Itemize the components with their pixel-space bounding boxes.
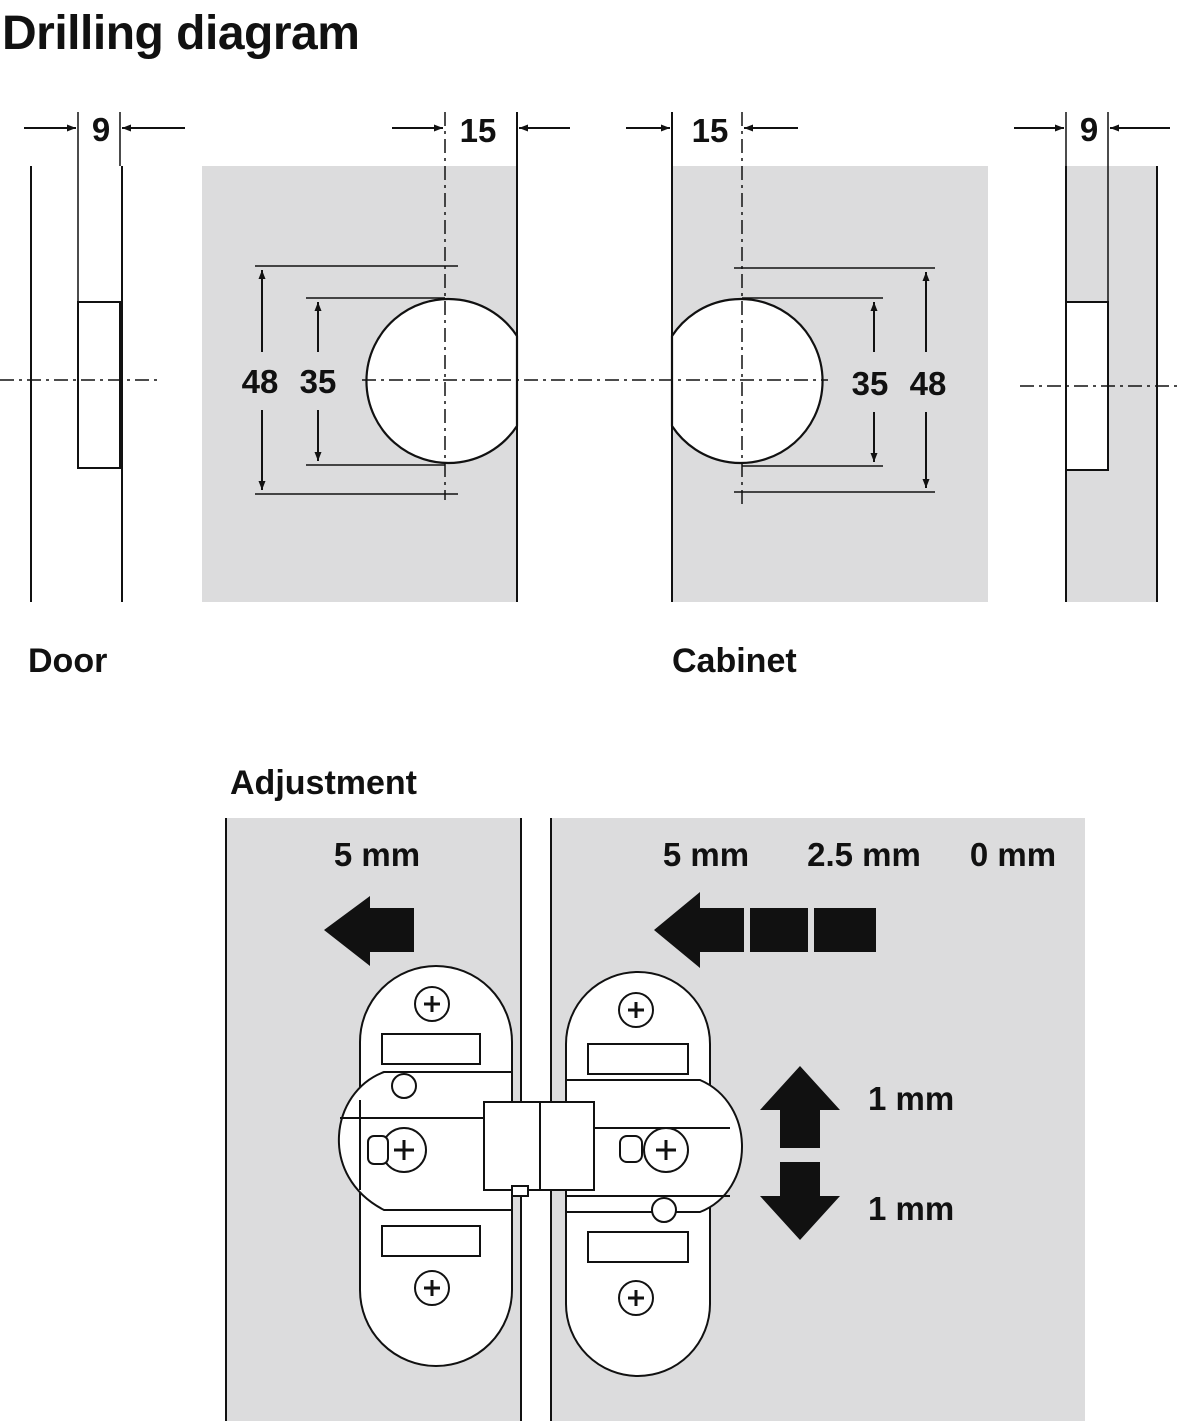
door-adjustment-value: 5 mm bbox=[334, 836, 420, 873]
door-cup-offset-dimension: 15 bbox=[460, 112, 497, 149]
adjustment-label: Adjustment bbox=[230, 764, 417, 802]
door-label: Door bbox=[28, 642, 108, 680]
cabinet-adjustment-step-2: 2.5 mm bbox=[807, 836, 921, 873]
hinge-door-plate bbox=[337, 965, 513, 1367]
cabinet-outer-height-dimension: 48 bbox=[910, 365, 947, 402]
cabinet-adjustment-step-1: 5 mm bbox=[663, 836, 749, 873]
cabinet-plate-screw-icons bbox=[628, 1002, 676, 1306]
down-arrow-icon bbox=[760, 1162, 840, 1240]
cabinet-edge-dimension: 9 bbox=[1080, 111, 1098, 148]
door-edge-view: 9 bbox=[0, 111, 185, 602]
door-plate-screw-icons bbox=[394, 996, 440, 1296]
cabinet-cup-offset-dimension: 15 bbox=[692, 112, 729, 149]
up-arrow-icon bbox=[760, 1066, 840, 1148]
door-face-view: 15 48 35 bbox=[202, 112, 570, 602]
door-left-arrow-icon bbox=[324, 896, 414, 966]
vertical-up-value: 1 mm bbox=[868, 1080, 954, 1117]
cabinet-adjustment-step-3: 0 mm bbox=[970, 836, 1056, 873]
vertical-down-value: 1 mm bbox=[868, 1190, 954, 1227]
door-outer-height-dimension: 48 bbox=[242, 363, 279, 400]
cabinet-face-view: 15 35 48 bbox=[626, 112, 988, 602]
door-edge-dimension: 9 bbox=[92, 111, 110, 148]
door-cup-diameter-dimension: 35 bbox=[300, 363, 337, 400]
cabinet-label: Cabinet bbox=[672, 642, 797, 680]
cabinet-cup-diameter-dimension: 35 bbox=[852, 365, 889, 402]
page-title: Drilling diagram bbox=[2, 7, 360, 60]
cabinet-edge-view: 9 bbox=[1014, 111, 1182, 602]
hinge-knuckle bbox=[483, 1101, 595, 1197]
cabinet-left-arrow-icon bbox=[654, 892, 876, 968]
hinge-cabinet-plate bbox=[565, 971, 743, 1377]
